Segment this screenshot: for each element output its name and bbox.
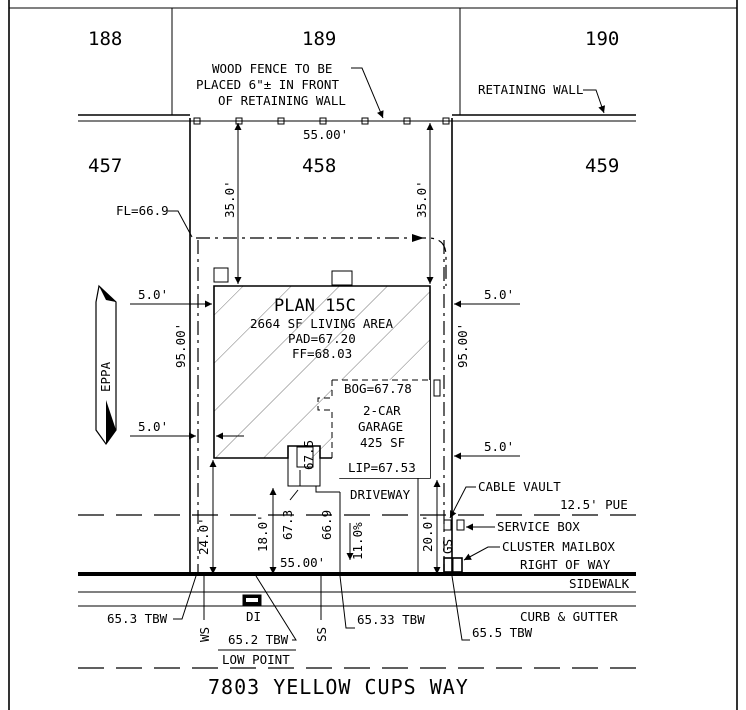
dim-front-width: 55.00' (280, 555, 325, 570)
lot-number-457: 457 (88, 155, 122, 177)
porch (287, 445, 340, 493)
dim-side-right-top: 5.0' (484, 287, 514, 302)
dim-side-left-bottom: 5.0' (138, 419, 168, 434)
dim-driveway-slope: 11.0% (350, 522, 365, 560)
label-gs: GS (440, 539, 455, 554)
lot-number-190: 190 (585, 28, 619, 50)
garage-label-line2: GARAGE (358, 419, 403, 434)
dim-rear-setback-left: 35.0' (222, 180, 237, 218)
dim-side-right-bottom: 5.0' (484, 439, 514, 454)
leader-tbw-65-5 (451, 575, 470, 641)
house-living-area: 2664 SF LIVING AREA (250, 316, 393, 331)
leader-tbw-65-3 (173, 575, 197, 620)
elev-66-9: 66.9 (319, 510, 334, 540)
leader-cable-vault (449, 486, 476, 519)
dim-front-left: 24.0' (196, 517, 211, 555)
elev-67-3-tick (289, 489, 299, 501)
house-ff-elevation: FF=68.03 (292, 346, 352, 361)
lot-number-459: 459 (585, 155, 619, 177)
label-low-point: LOW POINT (222, 652, 290, 667)
lot-number-189: 189 (302, 28, 336, 50)
garage-label-line3: 425 SF (360, 435, 405, 450)
note-cluster-mailbox: CLUSTER MAILBOX (502, 539, 615, 554)
dim-rear-width: 55.00' (303, 127, 348, 142)
elev-tbw-65-33: 65.33 TBW (357, 612, 425, 627)
street-address: 7803 YELLOW CUPS WAY (208, 675, 469, 699)
label-di: DI (246, 609, 261, 624)
north-arrow-label: EPPA (98, 361, 113, 392)
note-wood-fence-line1: WOOD FENCE TO BE (212, 61, 332, 76)
elev-tbw-65-5: 65.5 TBW (472, 625, 533, 640)
lot-number-188: 188 (88, 28, 122, 50)
elev-tbw-65-2: 65.2 TBW (228, 632, 289, 647)
note-service-box: SERVICE BOX (497, 519, 580, 534)
lot-boundary (189, 118, 453, 574)
note-flow-line: FL=66.9 (116, 203, 169, 218)
leader-wood-fence (351, 67, 384, 119)
leader-flow-line (168, 210, 193, 238)
flow-line-path (196, 237, 447, 286)
note-wood-fence-line2: PLACED 6"± IN FRONT (196, 77, 339, 92)
drawing-frame (8, 0, 738, 710)
dim-front-mid: 18.0' (255, 514, 270, 552)
label-ws: WS (197, 627, 212, 642)
dim-depth-left: 95.00' (173, 323, 188, 368)
house-footprint (213, 267, 441, 479)
leader-tbw-65-2 (255, 575, 297, 641)
dim-side-left-top: 5.0' (138, 287, 168, 302)
garage-bog-elevation: BOG=67.78 (344, 381, 412, 396)
label-driveway: DRIVEWAY (350, 487, 411, 502)
note-right-of-way: RIGHT OF WAY (520, 557, 611, 572)
elev-67-5: 67.5 (301, 440, 316, 470)
label-ss: SS (314, 627, 329, 642)
house-pad-elevation: PAD=67.20 (288, 331, 356, 346)
label-curb-gutter: CURB & GUTTER (520, 609, 618, 624)
note-pue: 12.5' PUE (560, 497, 628, 512)
elev-67-3: 67.3 (280, 510, 295, 540)
fence-posts (193, 117, 450, 125)
note-retaining-wall: RETAINING WALL (478, 82, 583, 97)
note-wood-fence-line3: OF RETAINING WALL (218, 93, 346, 108)
dim-front-right: 20.0' (420, 514, 435, 552)
adjacent-lot-lines (78, 8, 636, 122)
leader-tbw-65-33 (339, 575, 355, 629)
north-arrow: EPPA (95, 284, 117, 446)
leader-retaining-wall (583, 89, 606, 114)
leader-cluster-mailbox (463, 546, 500, 561)
elev-tbw-65-3: 65.3 TBW (107, 611, 168, 626)
note-cable-vault: CABLE VAULT (478, 479, 561, 494)
label-sidewalk: SIDEWALK (569, 576, 630, 591)
flow-arrow (412, 234, 424, 242)
dim-depth-right: 95.00' (455, 323, 470, 368)
dim-rear-setback-right: 35.0' (414, 180, 429, 218)
house-plan-label: PLAN 15C (274, 296, 356, 316)
garage-label-line1: 2-CAR (363, 403, 401, 418)
garage-lip-elevation: LIP=67.53 (348, 460, 416, 475)
lot-number-458: 458 (302, 155, 336, 177)
